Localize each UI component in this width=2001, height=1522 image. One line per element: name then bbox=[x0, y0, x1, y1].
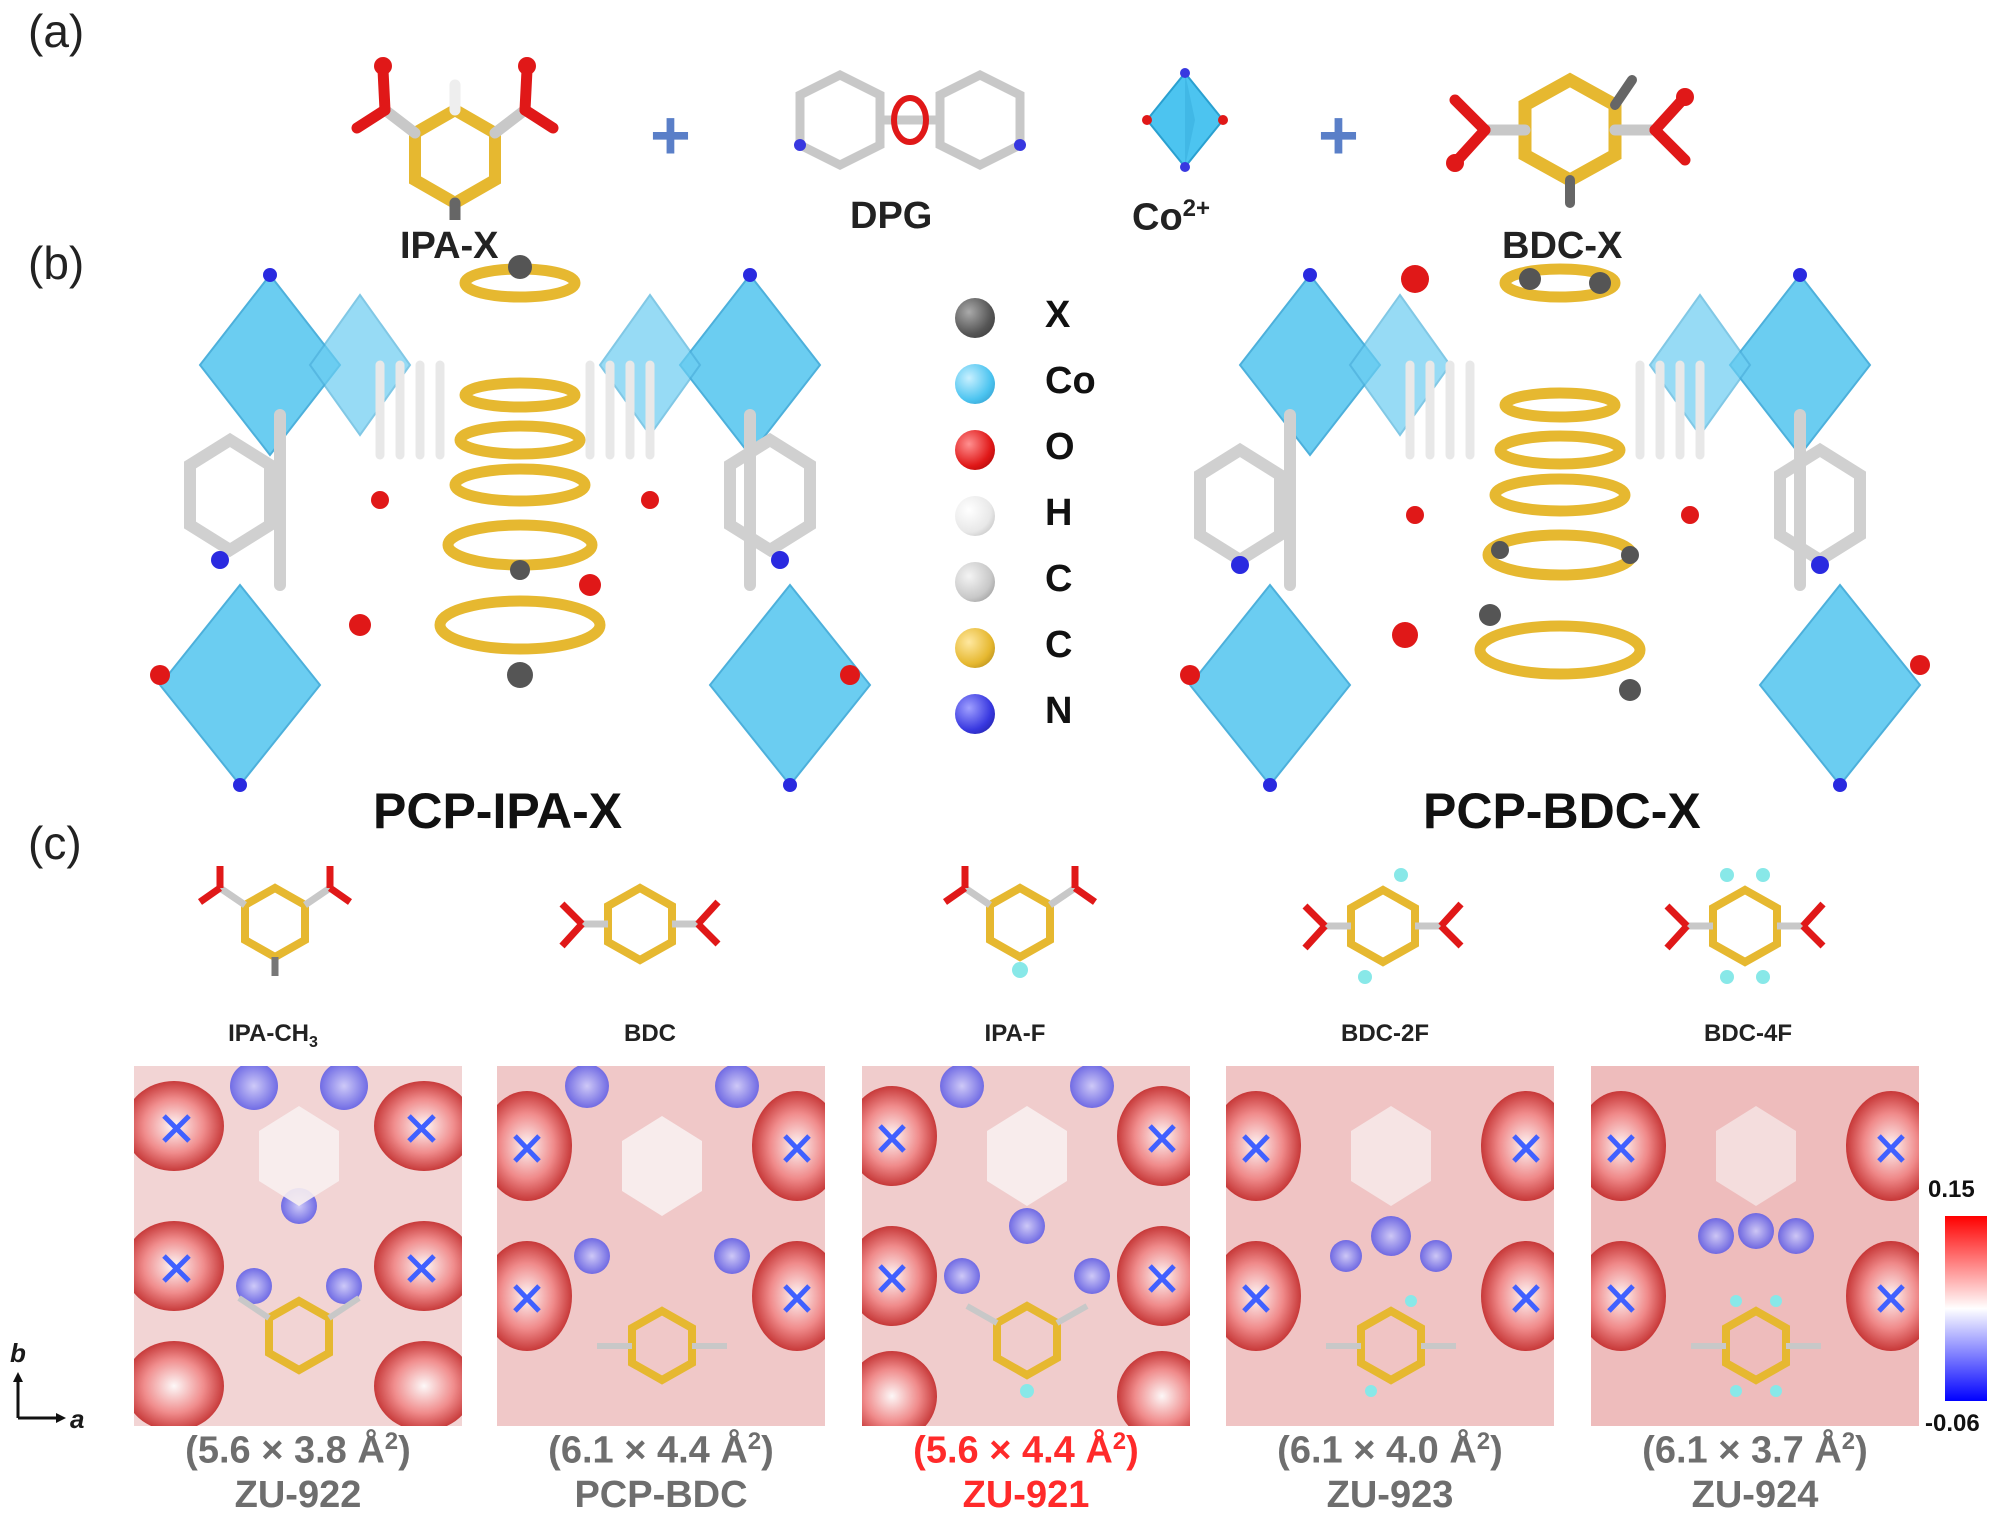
legend-label-o: O bbox=[1045, 426, 1075, 468]
pcp-ipa-x-framework-icon bbox=[150, 255, 872, 792]
pore-size-zu-923-sup: 2 bbox=[1476, 1428, 1491, 1455]
panel-label-c: (c) bbox=[28, 817, 82, 869]
pore-size-zu-924-text: (6.1 × 3.7 Å bbox=[1642, 1429, 1842, 1472]
dpg-label: DPG bbox=[850, 195, 933, 237]
pore-size-zu-923-close: ) bbox=[1490, 1429, 1503, 1472]
dpg-molecule-icon bbox=[794, 69, 1026, 171]
co-atom-swatch bbox=[955, 364, 995, 404]
code-pcp-bdc: PCP-BDC bbox=[574, 1474, 748, 1516]
code-zu-922: ZU-922 bbox=[234, 1474, 362, 1516]
co-symbol: Co bbox=[1132, 196, 1183, 239]
ligand-name-ipa-ch3-sub: 3 bbox=[308, 1033, 318, 1051]
pore-size-zu-922-text: (5.6 × 3.8 Å bbox=[185, 1429, 385, 1472]
panel-label-b: (b) bbox=[28, 237, 85, 289]
esp-map-zu-921 bbox=[862, 1066, 1190, 1426]
panel-label-a: (a) bbox=[28, 5, 85, 57]
legend-label-n: N bbox=[1045, 690, 1073, 732]
colorbar bbox=[1945, 1216, 1987, 1401]
axis-label-b: b bbox=[10, 1338, 26, 1368]
ligand-name-bdc-4f: BDC-4F bbox=[1704, 1020, 1792, 1047]
pore-size-zu-921-close: ) bbox=[1126, 1429, 1139, 1472]
code-zu-921: ZU-921 bbox=[962, 1474, 1090, 1516]
legend-label-x: X bbox=[1045, 294, 1071, 336]
esp-map-pcp-bdc bbox=[497, 1066, 825, 1426]
pore-size-zu-923-text: (6.1 × 4.0 Å bbox=[1277, 1429, 1477, 1472]
code-zu-924: ZU-924 bbox=[1691, 1474, 1819, 1516]
esp-map-zu-923 bbox=[1226, 1066, 1554, 1426]
ligand-name-bdc-2f: BDC-2F bbox=[1341, 1020, 1429, 1047]
ligand-name-ipa-ch3-text: IPA-CH bbox=[228, 1020, 309, 1047]
ipa-x-label: IPA-X bbox=[400, 225, 499, 267]
legend-label-c-gray: C bbox=[1045, 558, 1073, 600]
pore-size-pcp-bdc-close: ) bbox=[761, 1429, 774, 1472]
legend-label-co: Co bbox=[1045, 360, 1096, 402]
plus-sign-2: + bbox=[1318, 96, 1359, 174]
legend-label-h: H bbox=[1045, 492, 1073, 534]
bdc-4f-molecule-icon bbox=[1664, 868, 1826, 984]
pcp-ipa-x-label: PCP-IPA-X bbox=[373, 783, 623, 839]
pore-size-zu-921-text: (5.6 × 4.4 Å bbox=[913, 1429, 1113, 1472]
co-charge: 2+ bbox=[1182, 195, 1211, 222]
c-gold-atom-swatch bbox=[955, 628, 995, 668]
pcp-bdc-x-framework-icon bbox=[1180, 263, 1930, 792]
axis-label-a: a bbox=[70, 1404, 85, 1434]
co-octahedron-icon bbox=[1142, 68, 1228, 172]
ipa-f-molecule-icon bbox=[942, 866, 1098, 978]
code-zu-923: ZU-923 bbox=[1326, 1474, 1454, 1516]
esp-map-zu-924 bbox=[1591, 1066, 1919, 1426]
colorbar-max-label: 0.15 bbox=[1928, 1176, 1975, 1203]
h-atom-swatch bbox=[955, 496, 995, 536]
pore-size-zu-924-sup: 2 bbox=[1841, 1428, 1856, 1455]
ipa-x-molecule-icon bbox=[351, 57, 559, 220]
ipa-ch3-molecule-icon bbox=[197, 866, 353, 976]
bdc-molecule-icon bbox=[559, 883, 721, 965]
legend-label-c-gold: C bbox=[1045, 624, 1073, 666]
bdc-2f-molecule-icon bbox=[1302, 868, 1464, 984]
pore-size-pcp-bdc: (6.1 × 4.4 Å2) bbox=[471, 1428, 851, 1473]
colorbar-min-label: -0.06 bbox=[1925, 1410, 1980, 1437]
ligand-name-ipa-ch3: IPA-CH3 bbox=[143, 1020, 403, 1052]
pore-size-zu-921: (5.6 × 4.4 Å2) bbox=[836, 1428, 1216, 1473]
bdc-x-label: BDC-X bbox=[1502, 225, 1623, 267]
pore-size-zu-922-sup: 2 bbox=[384, 1428, 399, 1455]
pore-size-zu-922-close: ) bbox=[398, 1429, 411, 1472]
pore-size-zu-922: (5.6 × 3.8 Å2) bbox=[108, 1428, 488, 1473]
o-atom-swatch bbox=[955, 430, 995, 470]
pore-size-pcp-bdc-text: (6.1 × 4.4 Å bbox=[548, 1429, 748, 1472]
pore-size-zu-924: (6.1 × 3.7 Å2) bbox=[1565, 1428, 1945, 1473]
pore-size-zu-924-close: ) bbox=[1855, 1429, 1868, 1472]
ligand-name-ipa-f: IPA-F bbox=[984, 1020, 1046, 1047]
bdc-x-molecule-icon bbox=[1446, 72, 1694, 208]
c-gray-atom-swatch bbox=[955, 562, 995, 602]
esp-map-zu-922 bbox=[134, 1066, 462, 1426]
pore-size-zu-923: (6.1 × 4.0 Å2) bbox=[1200, 1428, 1580, 1473]
pore-size-zu-921-sup: 2 bbox=[1112, 1428, 1127, 1455]
plus-sign-1: + bbox=[650, 96, 691, 174]
pore-size-pcp-bdc-sup: 2 bbox=[747, 1428, 762, 1455]
co-ion-label: Co2+ bbox=[1132, 195, 1210, 240]
n-atom-swatch bbox=[955, 694, 995, 734]
x-atom-swatch bbox=[955, 298, 995, 338]
axis-arrows-icon bbox=[13, 1372, 66, 1423]
pcp-bdc-x-label: PCP-BDC-X bbox=[1423, 783, 1701, 839]
ligand-name-bdc: BDC bbox=[624, 1020, 676, 1047]
